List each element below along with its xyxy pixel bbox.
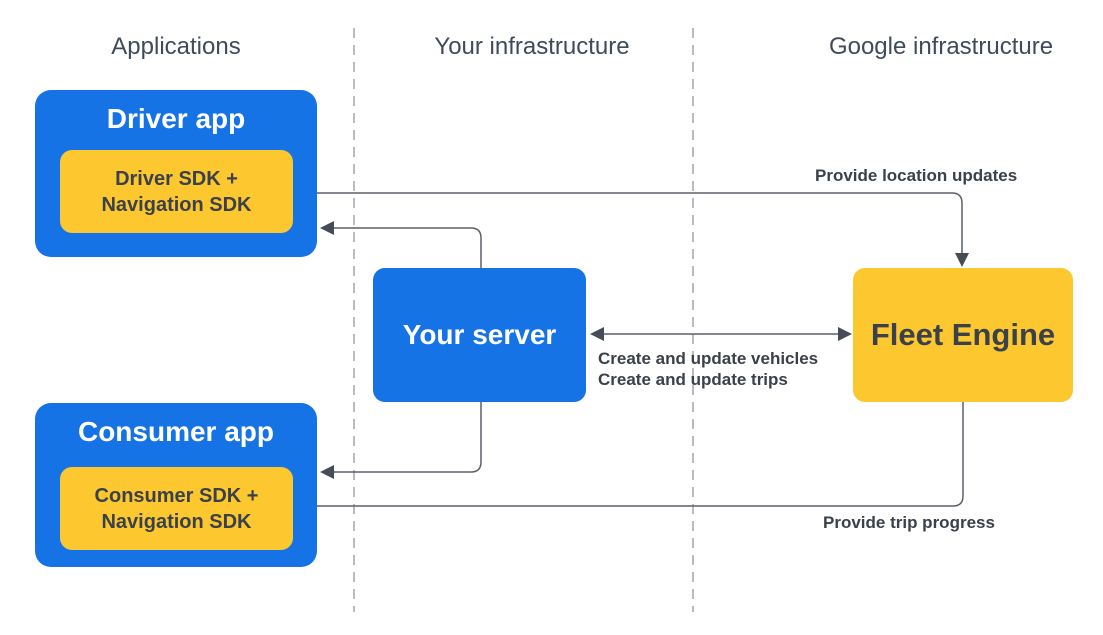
- consumer-sdk-line1: Consumer SDK +: [94, 484, 259, 507]
- driver-app-title: Driver app: [106, 103, 246, 134]
- column-header-your-infrastructure: Your infrastructure: [434, 33, 630, 60]
- left-arrowhead-icon: [590, 327, 604, 341]
- edge-label-create-update-trips: Create and update trips: [598, 370, 788, 389]
- down-arrowhead-icon: [955, 253, 969, 267]
- edge-label-provide-location-updates: Provide location updates: [815, 166, 1018, 185]
- arrow-provide-location-updates: [293, 192, 969, 267]
- arrow-server-fleet-bidirectional: [590, 327, 852, 341]
- your-server-node: Your server: [373, 268, 586, 402]
- column-header-google-infrastructure: Google infrastructure: [828, 33, 1054, 60]
- your-server-title: Your server: [402, 319, 557, 350]
- left-arrowhead-icon: [320, 465, 334, 479]
- driver-sdk-line2: Navigation SDK: [101, 193, 252, 216]
- fleet-engine-title: Fleet Engine: [870, 317, 1056, 352]
- consumer-sdk-line2: Navigation SDK: [101, 510, 252, 533]
- arrow-server-to-consumer-app: [320, 402, 482, 479]
- edge-label-create-update: Create and update vehicles Create and up…: [598, 348, 818, 390]
- right-arrowhead-icon: [838, 327, 852, 341]
- consumer-app-title: Consumer app: [77, 416, 275, 447]
- left-arrowhead-icon: [320, 221, 334, 235]
- fleet-engine-node: Fleet Engine: [853, 268, 1073, 402]
- consumer-app-node: Consumer app Consumer SDK + Navigation S…: [35, 403, 317, 567]
- driver-sdk-line1: Driver SDK +: [115, 167, 238, 190]
- driver-sdk-node: Driver SDK + Navigation SDK: [60, 150, 293, 233]
- consumer-sdk-node: Consumer SDK + Navigation SDK: [60, 467, 293, 550]
- arrow-server-to-driver-app: [320, 221, 482, 268]
- edge-label-create-update-vehicles: Create and update vehicles: [598, 349, 819, 368]
- driver-app-node: Driver app Driver SDK + Navigation SDK: [35, 90, 317, 257]
- edge-label-provide-trip-progress: Provide trip progress: [823, 513, 995, 532]
- column-header-applications: Applications: [111, 33, 241, 60]
- arrow-provide-trip-progress: [295, 402, 964, 513]
